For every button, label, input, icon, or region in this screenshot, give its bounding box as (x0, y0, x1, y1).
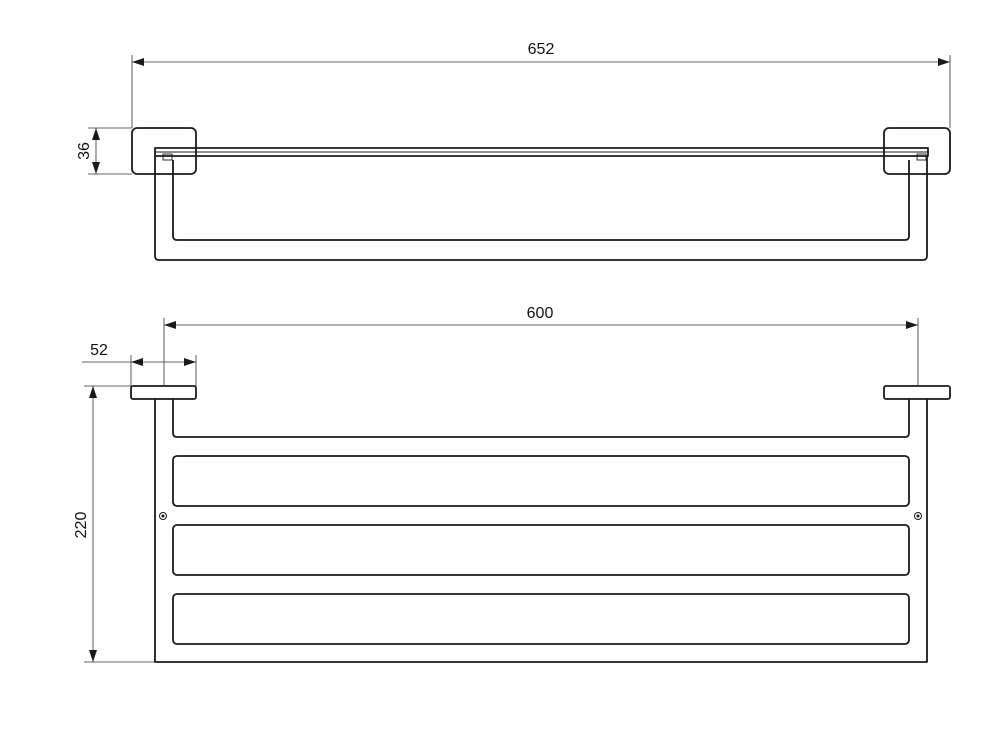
left-wall-bracket (131, 127, 197, 175)
dim-overall-width-label: 652 (528, 41, 555, 58)
dim-total-depth-label: 220 (73, 512, 90, 539)
plan-view: 600 52 220 (73, 305, 951, 663)
left-screw-icon (159, 512, 167, 520)
hanging-rail-outer (154, 156, 928, 261)
dim-52-arrow-left (131, 358, 143, 366)
dim-36-arrow-top (92, 128, 100, 140)
slat-1 (172, 455, 910, 507)
left-wall-plate (130, 385, 197, 400)
right-screw-icon (914, 512, 922, 520)
front-view: 652 36 (76, 41, 951, 261)
front-rail-inner (172, 399, 910, 438)
dim-36-arrow-bottom (92, 162, 100, 174)
dim-652-arrow-left (132, 58, 144, 66)
right-clip (916, 153, 927, 161)
dim-600-arrow-left (164, 321, 176, 329)
dim-bracket-depth-label: 52 (90, 342, 108, 359)
slat-2 (172, 524, 910, 576)
slat-3 (172, 593, 910, 645)
dim-220-arrow-bottom (89, 650, 97, 662)
dim-52-arrow-right (184, 358, 196, 366)
dim-652-arrow-right (938, 58, 950, 66)
right-wall-bracket (883, 127, 951, 175)
dim-220-arrow-top (89, 386, 97, 398)
hanging-rail-inner (172, 160, 910, 241)
dim-bracket-height-label: 36 (76, 142, 93, 160)
left-clip (162, 153, 173, 161)
right-wall-plate (883, 385, 951, 400)
frame-outer (154, 399, 928, 663)
dim-600-arrow-right (906, 321, 918, 329)
dim-bar-length-label: 600 (527, 305, 554, 322)
